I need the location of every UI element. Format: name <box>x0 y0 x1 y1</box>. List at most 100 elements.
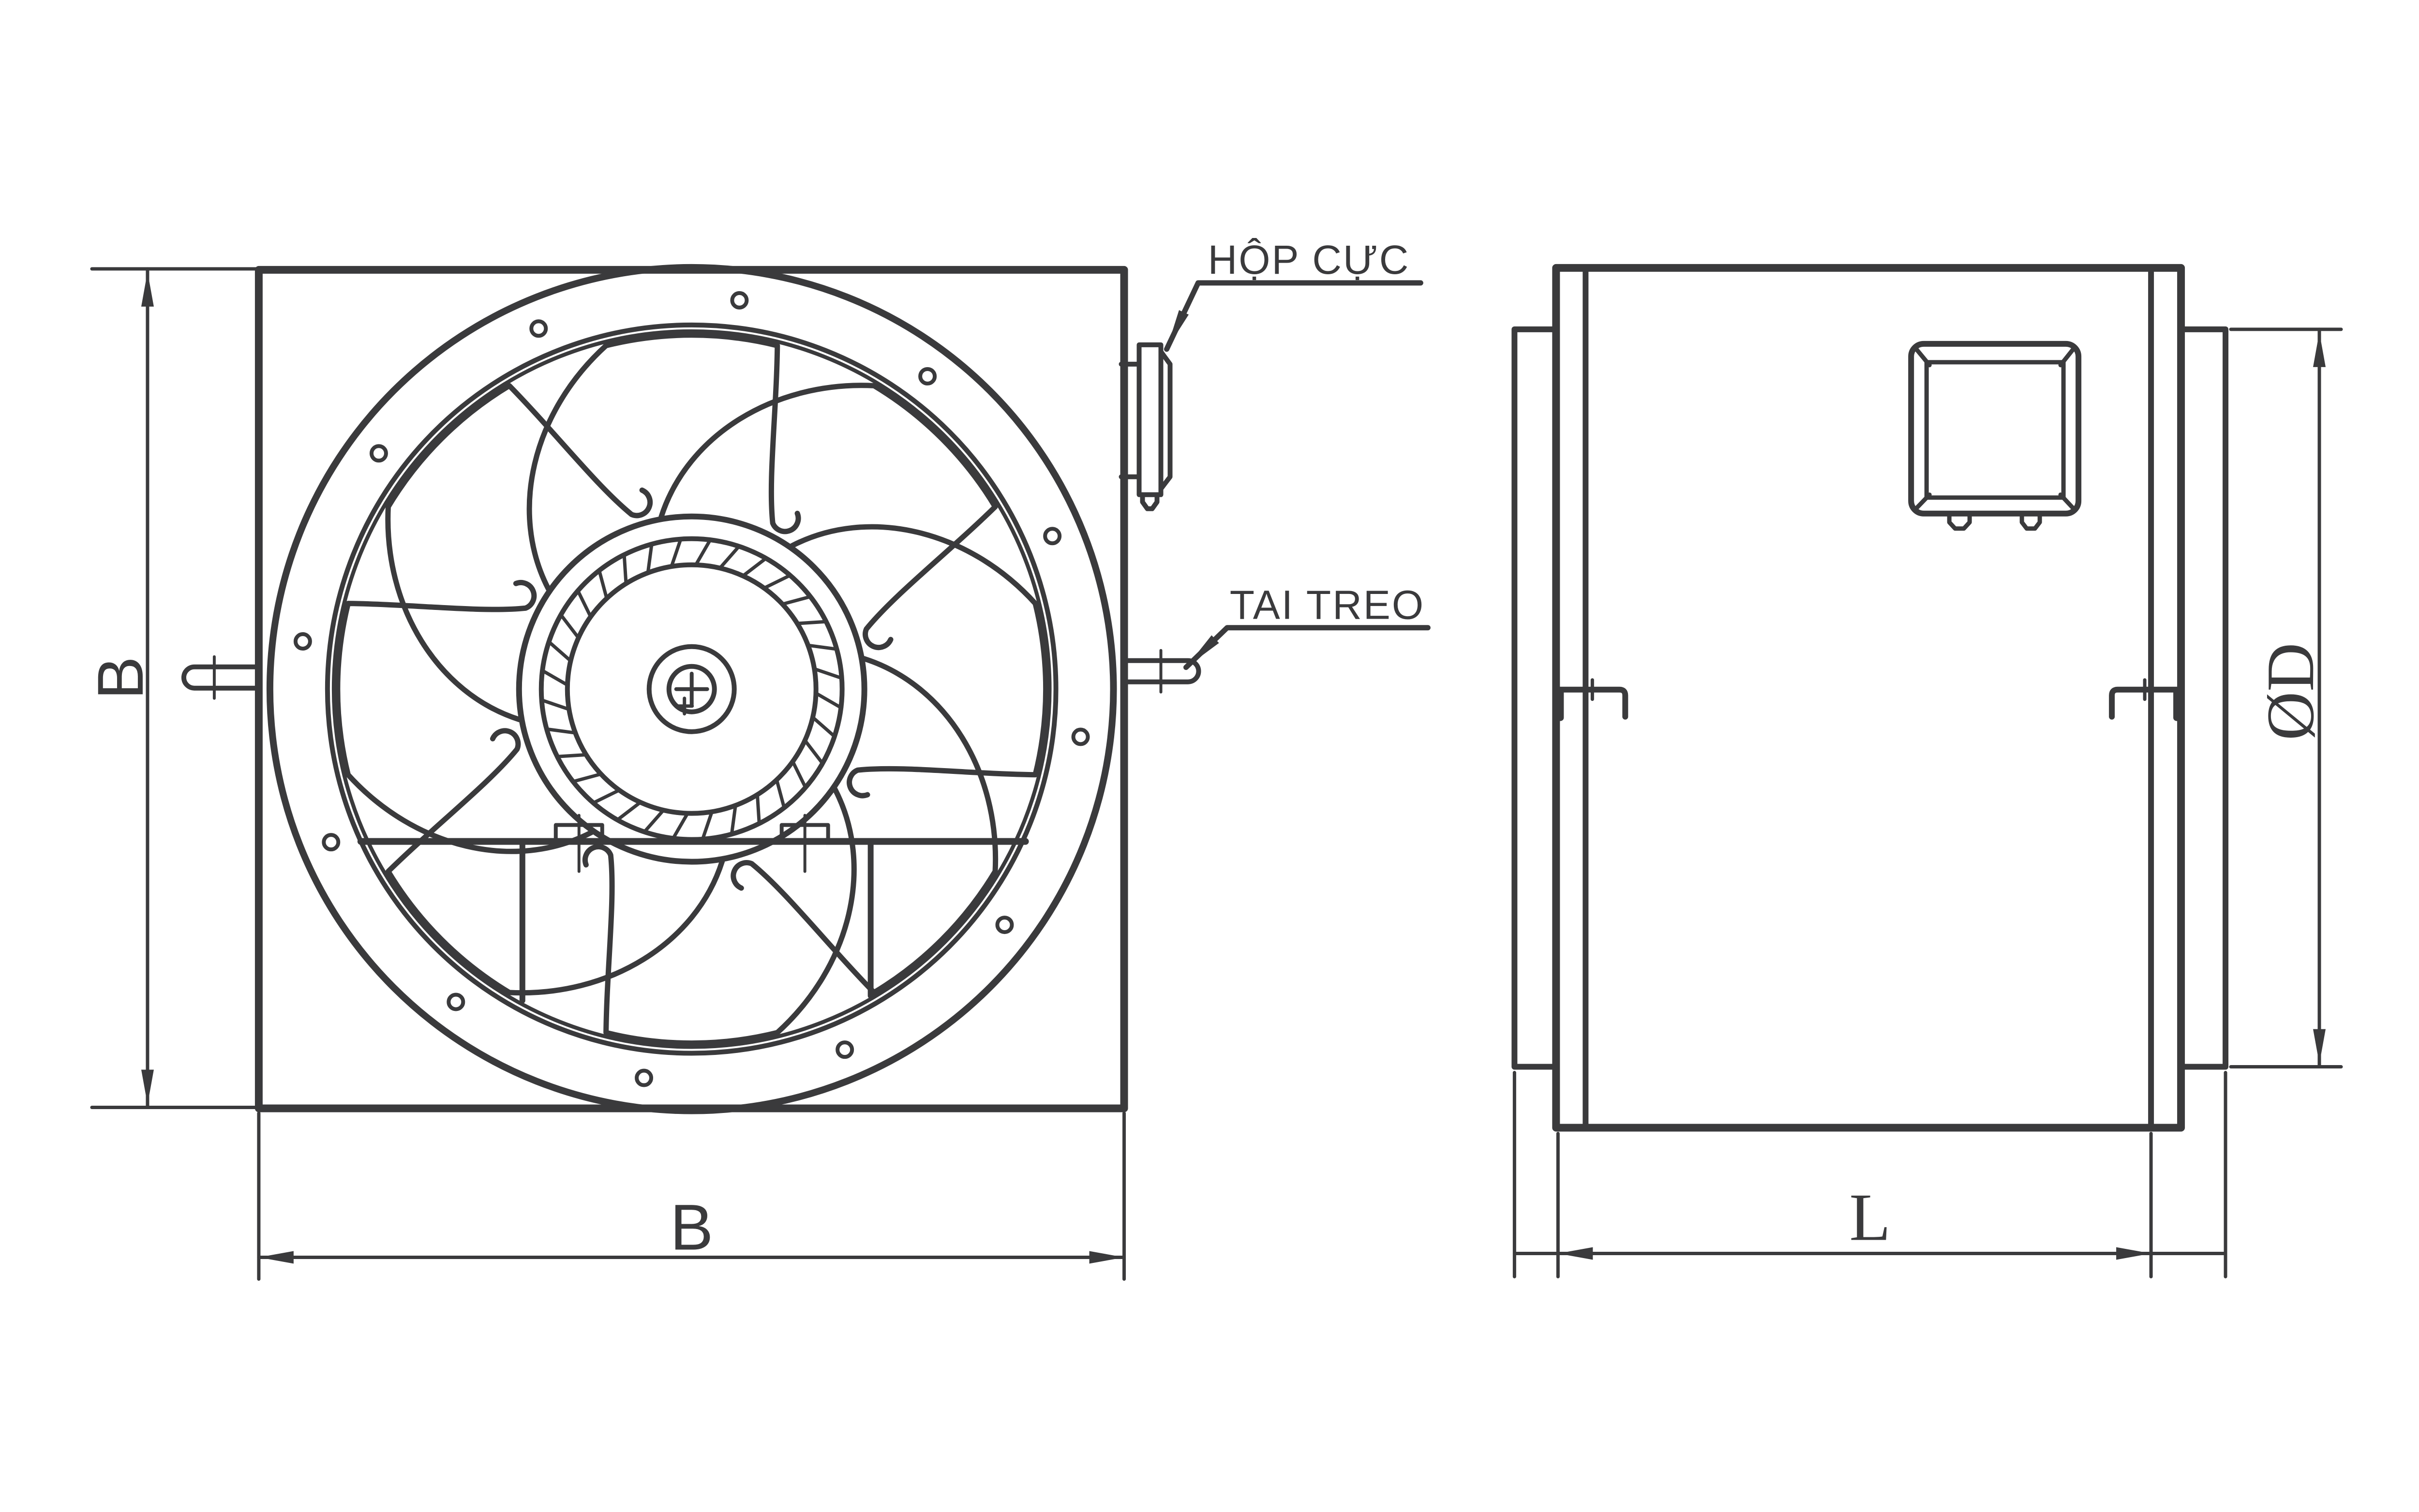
stator-tick <box>811 716 836 738</box>
fan-blade <box>385 728 725 996</box>
fan-blade <box>658 383 998 651</box>
side-collar-left <box>1511 326 1559 1070</box>
stator-tick <box>556 753 587 758</box>
bolt-hole <box>529 319 548 338</box>
bolt-hole <box>1071 727 1090 746</box>
center-mark <box>674 671 709 707</box>
key-mark <box>675 697 694 716</box>
fan-blade <box>526 332 801 592</box>
flange-outer-circle <box>266 264 1117 1114</box>
hanging-lug-leader <box>1183 625 1431 670</box>
hub-outer-circle <box>516 513 867 865</box>
stator-tick <box>670 538 683 568</box>
front-view <box>181 264 1201 1114</box>
terminal-box-chamfer <box>1158 349 1173 491</box>
arrowhead <box>141 1069 154 1105</box>
fan-blade <box>335 579 594 854</box>
terminal-box-connectors <box>1119 361 1142 479</box>
bolt-hole <box>995 916 1014 934</box>
terminal-box-face <box>1136 342 1164 497</box>
dim-diameter-label: ØD <box>2253 643 2328 741</box>
bolt-hole <box>447 993 465 1011</box>
dim-diameter-extensions <box>2229 327 2343 1069</box>
arrowhead <box>1558 1247 1593 1260</box>
dim-length-label: L <box>1849 1180 1891 1255</box>
bolt-hole <box>635 1068 654 1087</box>
stator-tick <box>775 778 786 809</box>
fan-blade <box>385 383 653 723</box>
arrowhead <box>2313 1029 2326 1064</box>
dim-front-width-extensions <box>257 1112 1126 1281</box>
terminal-box-foot-left <box>1947 511 1972 531</box>
bolt-hole <box>1043 527 1062 546</box>
stator-tick <box>806 643 838 651</box>
terminal-box-plan <box>1908 341 2082 531</box>
terminal-box-inner <box>1924 360 2066 500</box>
arrowhead <box>1186 635 1219 667</box>
side-body <box>1552 264 2185 1132</box>
stator-tick <box>791 760 807 789</box>
fan-blade <box>582 786 857 1046</box>
arrowhead <box>258 1251 294 1264</box>
stator-tick <box>781 595 812 606</box>
shaft-circle <box>666 664 717 714</box>
terminal-box-label: HỘP CỰC <box>1208 237 1410 282</box>
terminal-box-leader <box>1164 280 1423 352</box>
side-lug-left-outline <box>1555 686 1628 720</box>
stator-tick <box>622 553 628 585</box>
stator-tick <box>694 538 712 566</box>
stator-tick <box>730 804 737 835</box>
duct-circle-outer <box>325 322 1059 1056</box>
terminal-box-gland <box>1140 492 1160 511</box>
shaft-boss-circle <box>646 644 737 734</box>
arrowhead <box>1089 1251 1124 1264</box>
terminal-box-corner-bevels <box>1913 346 2076 511</box>
stator-tick <box>592 788 621 804</box>
dim-front-height-label: B <box>85 656 157 699</box>
stator-tick <box>672 812 689 840</box>
stator-tick <box>541 669 569 687</box>
arrowhead <box>1166 310 1189 349</box>
stator-tick <box>755 793 761 825</box>
bolt-hole <box>730 291 749 310</box>
dim-front-height-extensions <box>90 267 261 1110</box>
hanging-lug-label: TAI TREO <box>1230 582 1425 628</box>
side-lug-right-outline <box>2109 686 2182 720</box>
stator-tick <box>545 727 577 735</box>
arrowhead <box>141 271 154 307</box>
side-collar-right <box>2178 326 2229 1070</box>
stator-tick <box>813 667 843 680</box>
front-lug-left <box>181 664 261 691</box>
side-lug-left <box>1555 678 1628 721</box>
stator-tick <box>803 739 824 765</box>
stator-tick <box>646 543 654 574</box>
stator-tick <box>616 800 642 821</box>
terminal-box-outer <box>1908 341 2082 517</box>
stator-tick <box>643 809 665 833</box>
side-lug-right <box>2109 678 2182 721</box>
fan-blade <box>731 656 999 995</box>
stator-tick <box>718 545 741 570</box>
duct-circle-inner <box>331 329 1052 1049</box>
terminal-box-foot-right <box>2019 511 2042 531</box>
dim-front-width-label: B <box>670 1191 713 1263</box>
dim-length-extensions <box>1512 1071 2227 1278</box>
arrowhead <box>2116 1247 2151 1260</box>
stator-tick <box>796 620 827 625</box>
fan-blade <box>789 524 1049 799</box>
stator-tick <box>814 692 842 709</box>
bolt-hole <box>918 367 937 385</box>
arrowhead <box>2313 332 2326 367</box>
stator-tick <box>547 640 572 663</box>
stator-tick <box>597 569 609 600</box>
stator-tick <box>576 589 592 618</box>
bolt-hole <box>836 1040 854 1059</box>
side-view <box>1511 264 2229 1132</box>
annotations: HỘP CỰC TAI TREO B B ØD L <box>85 237 2343 1281</box>
stator-slot-ticks <box>540 538 843 841</box>
bolt-hole <box>369 444 388 463</box>
stator-ring-inner <box>565 562 819 816</box>
stator-tick <box>540 698 570 711</box>
